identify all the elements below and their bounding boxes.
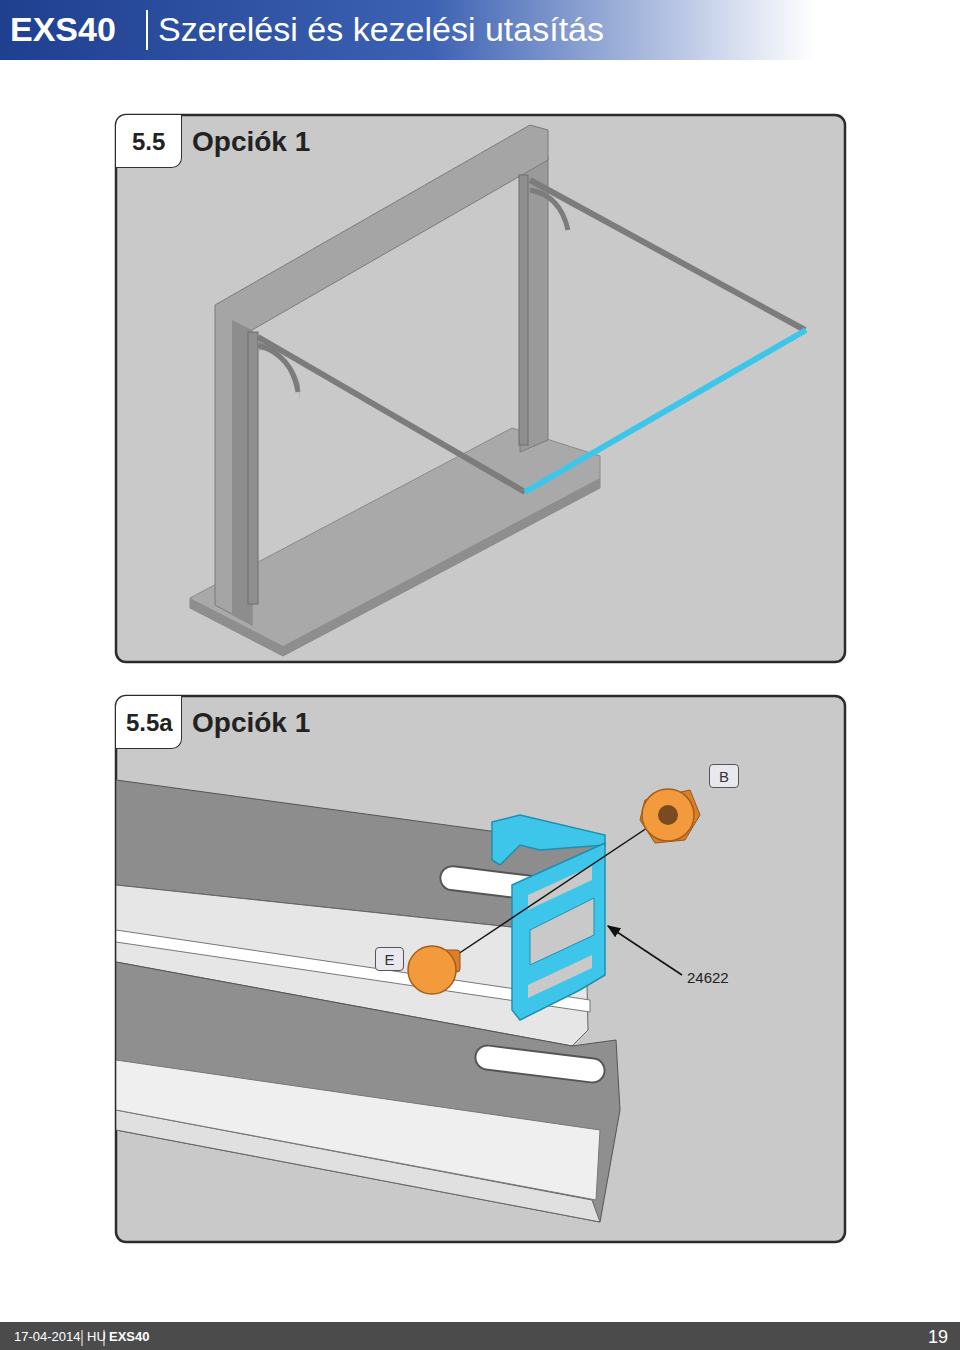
header-bar	[0, 0, 960, 60]
section-number: 5.5a	[126, 711, 173, 735]
product-name: EXS40	[10, 12, 116, 46]
language-code: HU	[87, 1330, 106, 1343]
part-number: 24622	[687, 970, 729, 985]
section-number: 5.5	[132, 130, 165, 154]
callout-box: B	[709, 764, 739, 788]
section-heading: Opciók 1	[192, 128, 310, 156]
callout-box: E	[375, 947, 404, 971]
nut	[640, 789, 700, 843]
rail-detail	[116, 780, 620, 1222]
bolt	[408, 946, 460, 994]
leader-line	[608, 926, 682, 975]
panel-bg	[116, 115, 845, 662]
product-name: EXS40	[109, 1330, 149, 1343]
page-number: 19	[928, 1328, 948, 1346]
panel-tab: 5.5	[116, 115, 182, 168]
callout-letter: B	[710, 769, 738, 784]
frame-drawing	[190, 125, 806, 656]
footer-bar	[0, 1322, 960, 1350]
assembly-line	[452, 818, 662, 958]
separator	[146, 10, 148, 50]
date: 17-04-2014	[14, 1330, 81, 1343]
separator	[82, 1330, 83, 1346]
panel: 5.5 Opciók 1	[116, 115, 845, 662]
page-title: Szerelési és kezelési utasítás	[158, 12, 604, 46]
rail-highlight	[525, 330, 806, 492]
section-heading: Opciók 1	[192, 709, 310, 737]
bracket	[492, 815, 605, 1020]
callout-letter: E	[376, 952, 403, 967]
panel: 5.5a Opciók 1 B E	[116, 696, 845, 1242]
panel-tab: 5.5a	[116, 696, 182, 749]
panel-bg	[116, 696, 845, 1242]
